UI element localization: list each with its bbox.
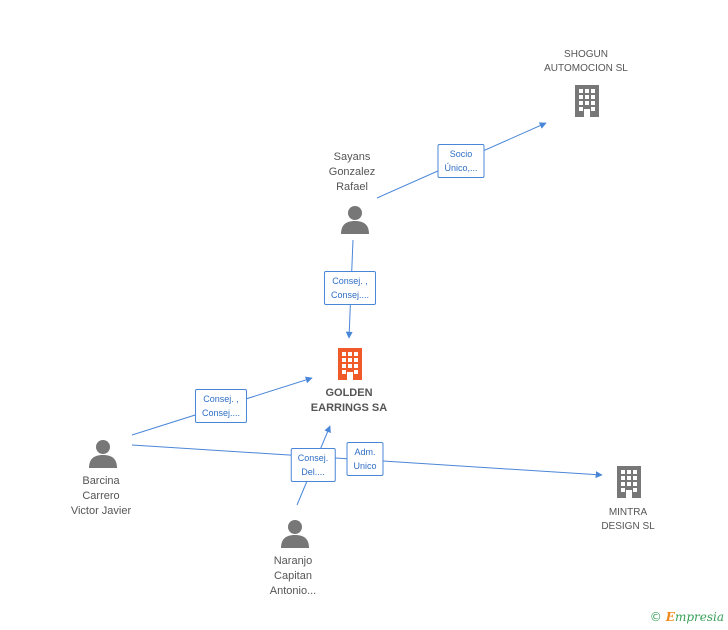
node-label-sayans[interactable]: Sayans Gonzalez Rafael [328,151,376,193]
copyright-icon: © [649,610,662,624]
building-icon[interactable] [613,464,645,500]
edge-label-naranjo-golden[interactable]: Consej. Del.... [290,448,336,482]
edge-label-sayans-golden[interactable]: Consej. , Consej.... [323,271,377,305]
person-icon[interactable] [280,518,310,548]
edge-label-sayans-shogun[interactable]: Socio Único,... [437,144,485,178]
person-icon[interactable] [340,204,370,234]
edge-label-barcina-golden[interactable]: Consej. , Consej.... [194,389,248,423]
empresia-logo: ©Empresia [650,610,724,624]
node-label-barcina[interactable]: Barcina Carrero Victor Javier [70,475,132,517]
brand-initial: E [665,610,675,624]
node-label-mintra[interactable]: MINTRA DESIGN SL [601,507,655,532]
building-icon[interactable] [334,346,366,382]
node-label-naranjo[interactable]: Naranjo Capitan Antonio... [269,555,317,597]
node-label-shogun[interactable]: SHOGUN AUTOMOCION SL [544,49,628,74]
brand-name: mpresia [674,610,724,624]
node-label-golden[interactable]: GOLDEN EARRINGS SA [310,387,388,414]
person-icon[interactable] [88,438,118,468]
edge-label-barcina-mintra[interactable]: Adm. Unico [346,442,384,476]
building-icon[interactable] [571,83,603,119]
